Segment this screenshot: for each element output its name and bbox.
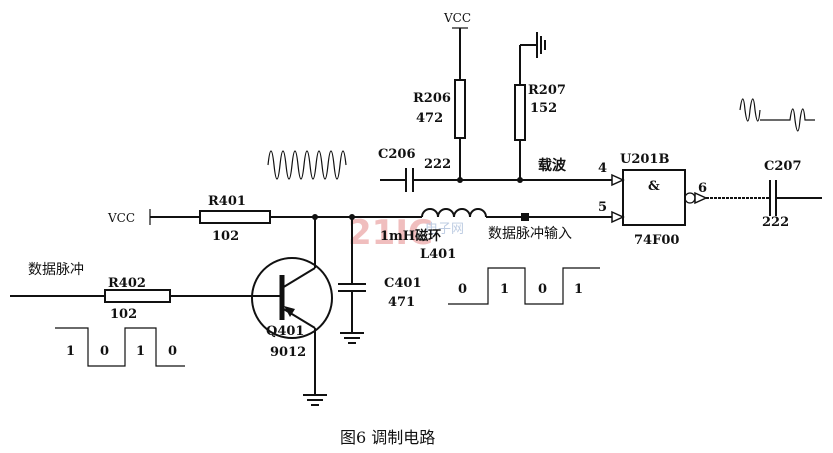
r402-label: R402 [108, 276, 146, 291]
carrier-waveform [267, 150, 347, 180]
r401-label: R401 [208, 194, 246, 209]
figure-caption: 图6 调制电路 [340, 428, 435, 447]
carrier-label: 载波 [538, 157, 567, 174]
nand-gate [622, 169, 822, 226]
q401-label: Q401 [266, 324, 304, 339]
r207-branch [514, 32, 546, 183]
r402-value: 102 [110, 307, 137, 322]
pulse-bit: 1 [500, 282, 509, 297]
c206-label: C206 [378, 147, 415, 162]
pulse-waveform-middle [448, 267, 600, 305]
c401-label: C401 [384, 276, 421, 291]
l401-value: 1mH磁环 [380, 228, 441, 244]
pulse-waveform-left [55, 327, 185, 367]
r401-value: 102 [212, 229, 239, 244]
r207-value: 152 [530, 101, 557, 116]
c207-value: 222 [762, 215, 789, 230]
r206-branch [452, 27, 468, 183]
vcc-top-label: VCC [443, 11, 471, 25]
r207-label: R207 [528, 83, 566, 98]
pin4-label: 4 [598, 161, 607, 176]
c401-value: 471 [388, 295, 415, 310]
output-waveform [739, 98, 815, 132]
q401-value: 9012 [270, 345, 306, 360]
c207-label: C207 [764, 159, 801, 174]
transistor-q401 [10, 217, 333, 406]
l401-label: L401 [420, 247, 456, 262]
data-input-line [149, 208, 625, 225]
r206-label: R206 [413, 91, 451, 106]
pulse-bit: 0 [538, 282, 547, 297]
gate-part-label: 74F00 [634, 233, 679, 248]
gate-symbol: & [648, 179, 660, 194]
svg-text:电子网: 电子网 [425, 222, 464, 237]
pulse-bit: 1 [66, 344, 75, 359]
carrier-line [380, 168, 625, 192]
pulse-bit: 1 [574, 282, 583, 297]
pulse-bit: 0 [168, 344, 177, 359]
vcc-left-label: VCC [107, 211, 135, 225]
c401-branch [338, 217, 366, 344]
pulse-bit: 1 [136, 344, 145, 359]
data-pulse-label: 数据脉冲 [28, 262, 84, 278]
c206-value: 222 [424, 157, 451, 172]
svg-text:21IC: 21IC [348, 213, 433, 253]
pulse-bit: 0 [458, 282, 467, 297]
u201b-label: U201B [620, 152, 669, 167]
watermark: 21IC 电子网 [348, 213, 464, 253]
pin5-label: 5 [598, 200, 607, 215]
r206-value: 472 [416, 111, 443, 126]
pin6-label: 6 [698, 181, 707, 196]
data-input-label: 数据脉冲输入 [488, 226, 572, 242]
pulse-bit: 0 [100, 344, 109, 359]
